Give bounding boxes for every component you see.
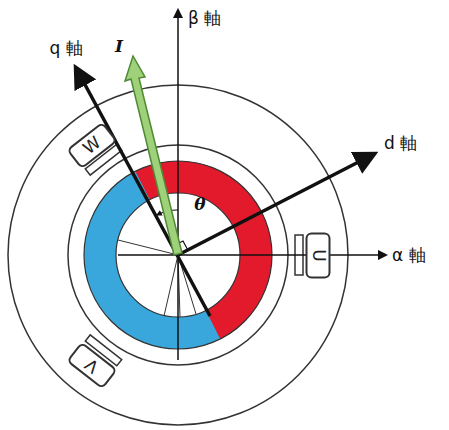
phase-letter: V bbox=[82, 355, 102, 376]
d-axis bbox=[178, 154, 374, 255]
axis-label: β 軸 bbox=[188, 9, 221, 28]
axis-label: q 軸 bbox=[49, 39, 82, 58]
vector-label: I bbox=[115, 37, 123, 56]
axis-label: d 軸 bbox=[384, 134, 417, 153]
alpha-axis bbox=[118, 254, 386, 256]
current-vector bbox=[125, 56, 182, 255]
beta-axis bbox=[177, 10, 179, 360]
phase-letter: U bbox=[310, 249, 327, 261]
phase-letter: W bbox=[80, 133, 104, 157]
angle-label: θ bbox=[194, 195, 205, 214]
coil-box: U bbox=[306, 232, 331, 278]
axis-label: α 軸 bbox=[392, 246, 426, 265]
